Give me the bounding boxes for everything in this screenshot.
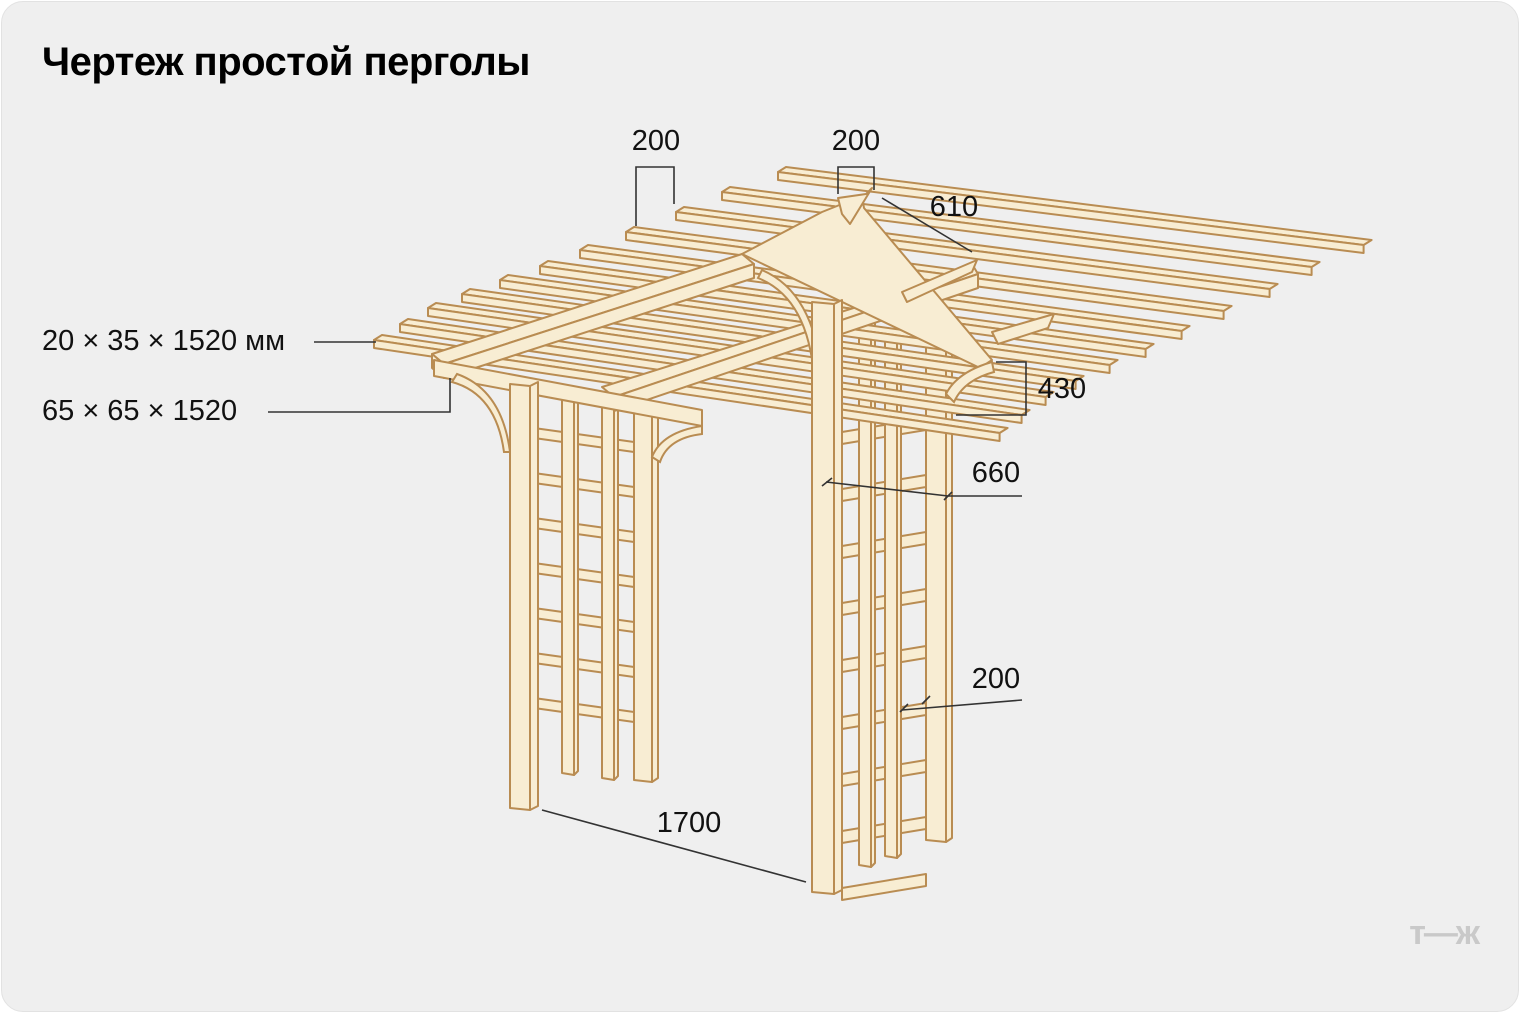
rafter [721, 191, 1313, 276]
right-lattice-upright [858, 319, 872, 868]
dim-tick [943, 491, 953, 501]
dim-lattice-spacing: 200 [972, 663, 1020, 695]
dim-rafter-spacing-a: 200 [632, 125, 680, 157]
dim-beam-size: 65 × 65 × 1520 [42, 395, 237, 427]
left-lattice-upright [561, 391, 575, 776]
dim-rafter-overhang: 610 [930, 191, 978, 223]
dim-bracket-rafter-spacing-a [635, 166, 675, 226]
pergola-structure [373, 166, 1373, 901]
front-right-post [811, 301, 835, 895]
dim-tick [821, 477, 833, 487]
diagram-title: Чертеж простой перголы [42, 40, 530, 84]
dim-side-depth: 660 [972, 457, 1020, 489]
dim-bracket-rafter-spacing-b [837, 166, 875, 194]
corner-brace [944, 360, 996, 404]
dim-bracket-post-top-height [956, 361, 1027, 416]
dim-post-top-height: 430 [1038, 373, 1086, 405]
corner-brace [450, 372, 512, 453]
corner-brace [650, 424, 703, 464]
dim-leader-beam-size [268, 378, 451, 413]
dim-leader-lattice-spacing [901, 699, 1023, 711]
beam-end-curve [901, 259, 978, 303]
header-beam-cap [837, 187, 873, 225]
dimension-lines [268, 166, 1027, 883]
rafter [373, 339, 1001, 442]
front-left-post [509, 383, 531, 811]
front-right-post-side [833, 299, 843, 895]
dim-tick [921, 695, 931, 705]
front-left-post-side [529, 381, 539, 811]
dim-tick [899, 703, 909, 713]
beam-end-curve [991, 313, 1055, 345]
dim-rafter-spacing-b: 200 [832, 125, 880, 157]
brand-logo: т—ж [1409, 914, 1480, 952]
rafter [777, 171, 1365, 254]
dim-line-side-depth [825, 481, 949, 497]
dim-rafter-size: 20 × 35 × 1520 мм [42, 325, 285, 357]
right-lattice-slat [841, 873, 927, 901]
dim-opening-width: 1700 [657, 807, 722, 839]
left-lattice-upright [601, 399, 615, 781]
dim-line-opening-width [541, 809, 807, 883]
dim-line-rafter-overhang [881, 197, 973, 253]
back-left-post [633, 403, 653, 783]
